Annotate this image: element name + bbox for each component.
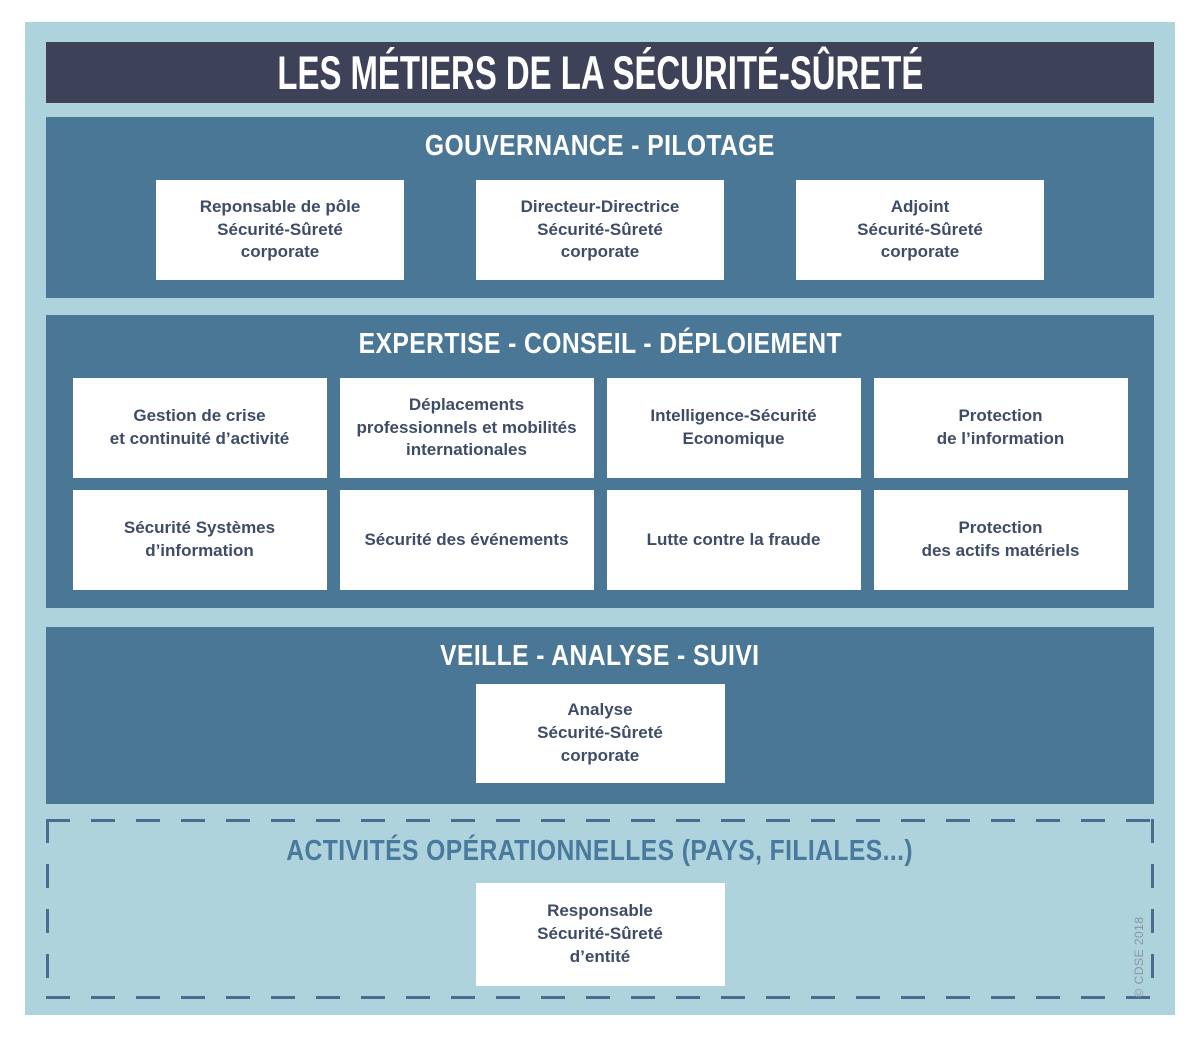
- main-title-bar: LES MÉTIERS DE LA SÉCURITÉ-SÛRETÉ: [46, 42, 1154, 103]
- role-box-directeur-directrice: Directeur-Directrice Sécurité-Sûreté cor…: [476, 180, 724, 280]
- role-box-protection-actifs: Protection des actifs matériels: [873, 490, 1128, 590]
- dashed-border-top: [46, 819, 1154, 822]
- section-gouvernance-header: GOUVERNANCE - PILOTAGE: [425, 130, 775, 162]
- infographic-canvas: LES MÉTIERS DE LA SÉCURITÉ-SÛRETÉ GOUVER…: [25, 22, 1175, 1015]
- section-veille-header-row: VEILLE - ANALYSE - SUIVI: [46, 627, 1154, 673]
- role-box-intelligence-economique: Intelligence-Sécurité Economique: [606, 378, 861, 478]
- expertise-box-row-2: Sécurité Systèmes d’information Sécurité…: [46, 490, 1154, 590]
- role-box-gestion-de-crise: Gestion de crise et continuité d’activit…: [72, 378, 327, 478]
- role-box-lutte-fraude: Lutte contre la fraude: [606, 490, 861, 590]
- section-expertise-header: EXPERTISE - CONSEIL - DÉPLOIEMENT: [358, 328, 842, 360]
- dashed-border-bottom: [46, 996, 1154, 999]
- gouvernance-box-row: Reponsable de pôle Sécurité-Sûreté corpo…: [46, 180, 1154, 280]
- dashed-border-right: [1151, 819, 1154, 999]
- role-box-analyse: Analyse Sécurité-Sûreté corporate: [475, 684, 725, 783]
- role-box-protection-information: Protection de l’information: [873, 378, 1128, 478]
- role-box-securite-evenements: Sécurité des événements: [339, 490, 594, 590]
- copyright-note: © CDSE 2018: [1132, 916, 1146, 998]
- role-box-responsable-pole: Reponsable de pôle Sécurité-Sûreté corpo…: [156, 180, 404, 280]
- section-gouvernance-header-row: GOUVERNANCE - PILOTAGE: [46, 117, 1154, 163]
- role-box-responsable-entite: Responsable Sécurité-Sûreté d’entité: [475, 883, 725, 986]
- section-activites-operationnelles: ACTIVITÉS OPÉRATIONNELLES (PAYS, FILIALE…: [46, 819, 1154, 999]
- section-veille-header: VEILLE - ANALYSE - SUIVI: [440, 640, 760, 672]
- section-expertise-conseil: EXPERTISE - CONSEIL - DÉPLOIEMENT Gestio…: [46, 315, 1154, 608]
- section-expertise-header-row: EXPERTISE - CONSEIL - DÉPLOIEMENT: [46, 315, 1154, 361]
- section-operational-header-row: ACTIVITÉS OPÉRATIONNELLES (PAYS, FILIALE…: [46, 819, 1154, 869]
- section-veille-analyse: VEILLE - ANALYSE - SUIVI Analyse Sécurit…: [46, 627, 1154, 804]
- expertise-box-row-1: Gestion de crise et continuité d’activit…: [46, 378, 1154, 478]
- operational-box-row: Responsable Sécurité-Sûreté d’entité: [46, 883, 1154, 986]
- dashed-border-left: [46, 819, 49, 999]
- section-operational-header: ACTIVITÉS OPÉRATIONNELLES (PAYS, FILIALE…: [286, 835, 914, 867]
- role-box-securite-si: Sécurité Systèmes d’information: [72, 490, 327, 590]
- main-title: LES MÉTIERS DE LA SÉCURITÉ-SÛRETÉ: [277, 46, 923, 99]
- role-box-adjoint: Adjoint Sécurité-Sûreté corporate: [796, 180, 1044, 280]
- role-box-deplacements-professionnels: Déplacements professionnels et mobilités…: [339, 378, 594, 478]
- veille-box-row: Analyse Sécurité-Sûreté corporate: [46, 684, 1154, 783]
- section-gouvernance-pilotage: GOUVERNANCE - PILOTAGE Reponsable de pôl…: [46, 117, 1154, 298]
